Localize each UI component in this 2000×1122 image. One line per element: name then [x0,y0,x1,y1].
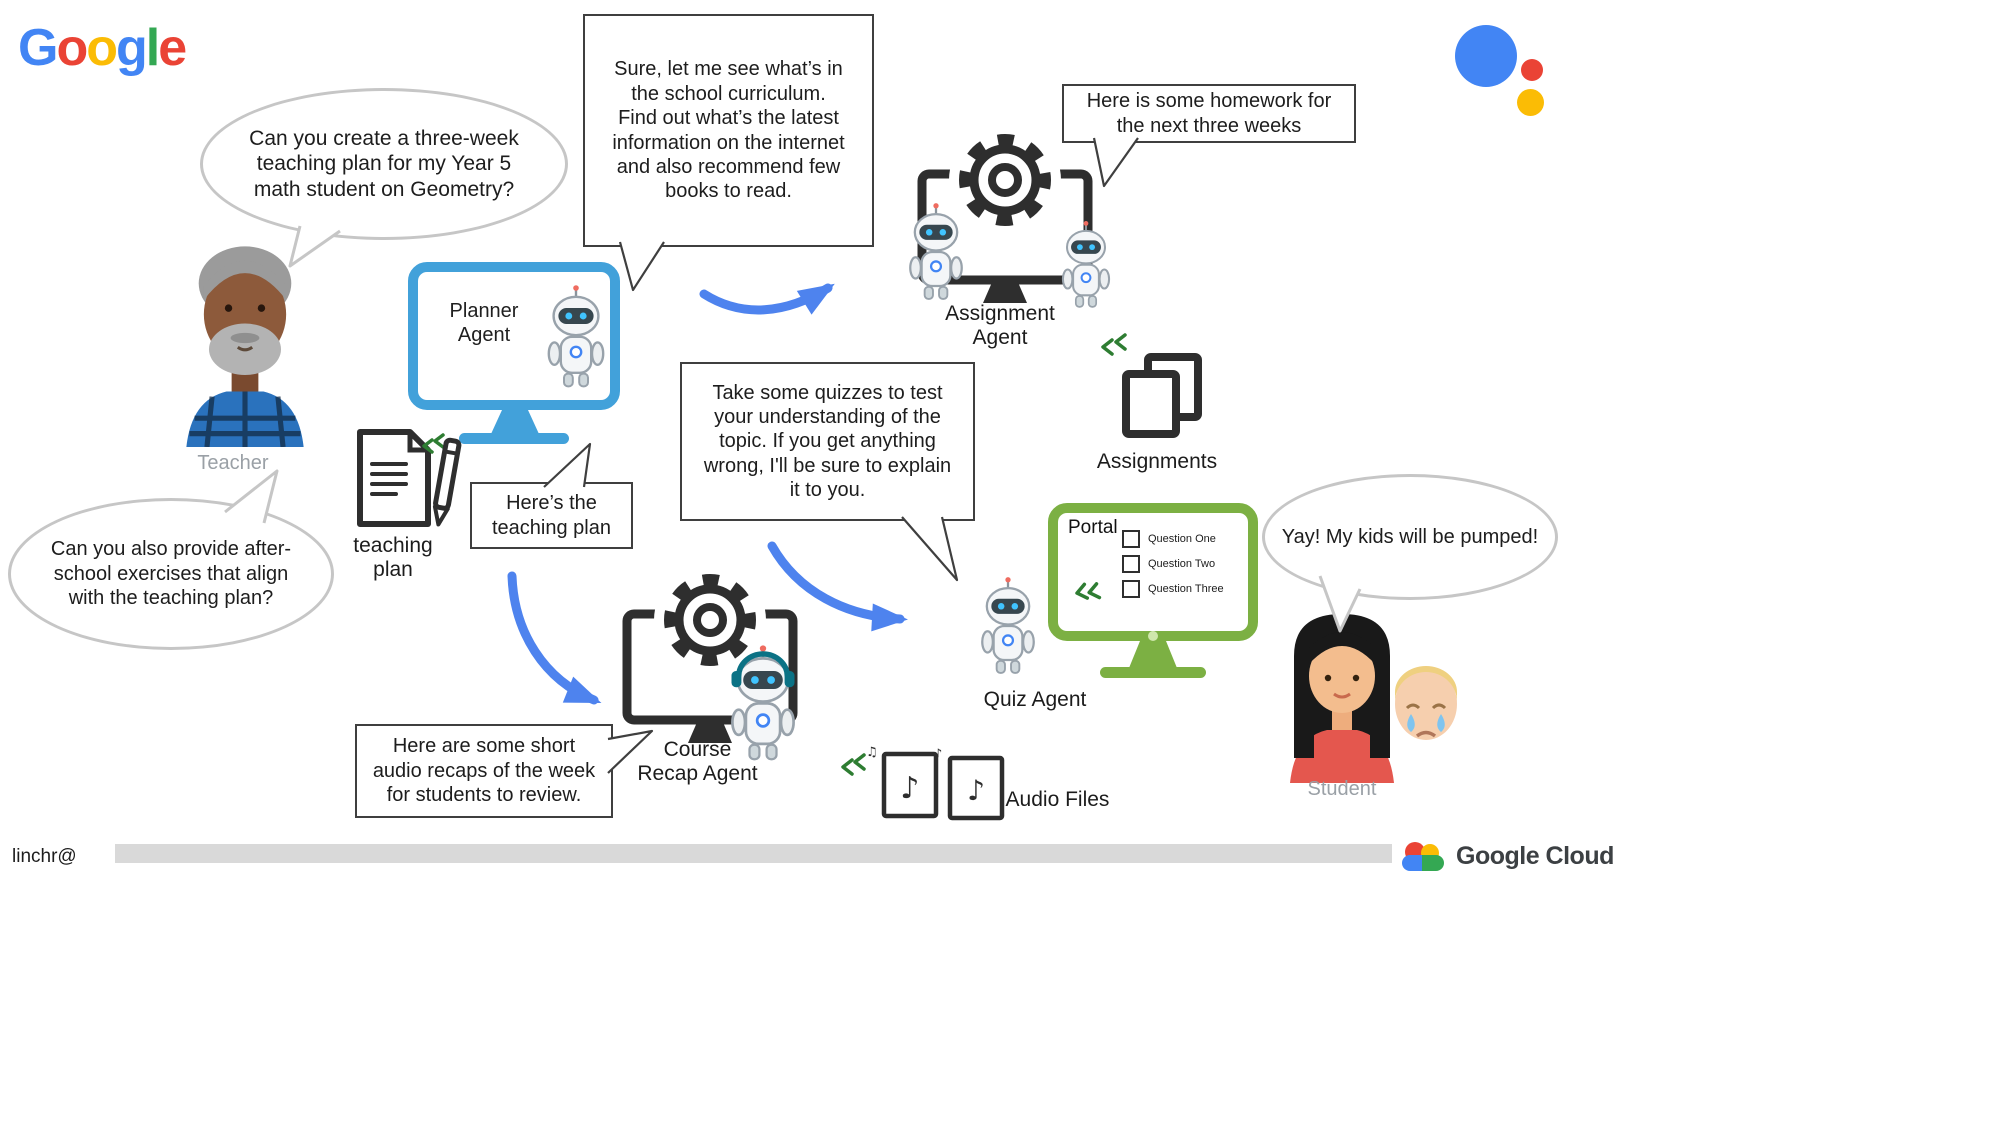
assignment-agent-label: Assignment Agent [945,302,1055,350]
portal-question-label: Question One [1148,532,1216,545]
footer-bar [115,844,1392,863]
checkbox-icon [1122,554,1140,573]
music-note-icon: ♪ [967,774,985,807]
homework-bubble: Here is some homework for the next three… [1062,84,1356,143]
teaching-plan-note-text: Here’s the teaching plan [492,492,611,539]
child-avatar [1395,666,1457,740]
music-note-icon: ♫ [866,745,878,760]
portal-question-row: Question Two [1122,554,1224,573]
sparkle-marks [1075,582,1102,600]
sparkle-marks [841,753,866,776]
logo-letter: l [145,19,161,77]
planner-response-text: Sure, let me see what’s in the school cu… [612,58,845,203]
google-logo: Google [18,19,187,77]
student-label: Student [1307,778,1377,800]
teacher-label: Teacher [197,452,269,474]
assistant-blue-dot [1455,25,1517,87]
sparkle-marks [1101,333,1127,356]
student-reaction-text: Yay! My kids will be pumped! [1281,525,1539,548]
portal-question-row: Question Three [1122,579,1224,598]
planner-response-bubble: Sure, let me see what’s in the school cu… [583,14,874,247]
portal-question-list: Question One Question Two Question Three [1122,529,1224,606]
assignment-robot-right-icon [1061,220,1111,308]
teaching-plan-label: teaching plan [353,534,433,582]
quiz-agent-label: Quiz Agent [983,688,1087,711]
planner-agent-label: Planner Agent [449,300,519,346]
homework-text: Here is some homework for the next three… [1086,90,1332,137]
checkbox-icon [1122,579,1140,598]
headphones-icon [736,651,790,677]
logo-letter: e [158,19,187,77]
arrow-planner-to-assignment [699,283,835,315]
teaching-plan-icon [357,429,462,527]
logo-letter: o [56,19,88,77]
assistant-yellow-dot [1517,89,1544,116]
logo-letter: o [86,19,118,77]
student-reaction-bubble: Yay! My kids will be pumped! [1262,474,1558,600]
power-dot-icon [1148,631,1158,641]
teacher-request-text: Can you create a three-week teaching pla… [249,126,519,201]
music-note-icon: ♪ [934,747,942,762]
logo-letter: G [18,19,58,77]
pen-icon [432,437,462,527]
assignments-label: Assignments [1096,450,1218,473]
assignment-robot-left-icon [909,202,963,301]
author-text: linchr@ [12,846,77,867]
arrow-plan-to-recap [507,571,602,705]
google-assistant-icon [1455,25,1555,125]
logo-letter: g [115,19,148,77]
planner-robot-icon [547,284,605,388]
assistant-red-dot [1521,59,1543,81]
portal-question-label: Question Three [1148,582,1224,595]
quiz-robot-icon [981,576,1035,675]
quiz-message-text: Take some quizzes to test your understan… [703,381,952,502]
teacher-followup-text: Can you also provide after-school exerci… [50,538,292,610]
course-recap-robot-icon [731,644,795,761]
teacher-request-bubble: Can you create a three-week teaching pla… [200,88,568,240]
google-cloud-logo: Google Cloud [1396,836,1614,876]
quiz-message-bubble: Take some quizzes to test your understan… [680,362,975,521]
audio-files-label: Audio Files [1005,788,1110,811]
portal-title: Portal [1068,517,1118,538]
portal-monitor [1048,503,1258,678]
portal-question-row: Question One [1122,529,1224,548]
teacher-followup-bubble: Can you also provide after-school exerci… [8,498,334,650]
checkbox-icon [1122,529,1140,548]
google-cloud-label: Google Cloud [1456,841,1614,870]
recap-text: Here are some short audio recaps of the … [372,735,596,807]
recap-bubble: Here are some short audio recaps of the … [355,724,613,818]
tear-icon [1407,714,1415,732]
portal-question-label: Question Two [1148,557,1216,570]
assignments-icon [1122,353,1202,438]
teaching-plan-note-bubble: Here’s the teaching plan [470,482,633,549]
student-avatar [1290,614,1394,783]
audio-files-icon: ♫ ♪ ♪ ♪ [866,745,1005,821]
music-note-icon: ♪ [900,771,919,806]
tear-icon [1437,714,1445,732]
teacher-avatar [186,246,304,447]
google-cloud-icon [1402,842,1444,871]
course-recap-agent-label: Course Recap Agent [637,738,758,786]
